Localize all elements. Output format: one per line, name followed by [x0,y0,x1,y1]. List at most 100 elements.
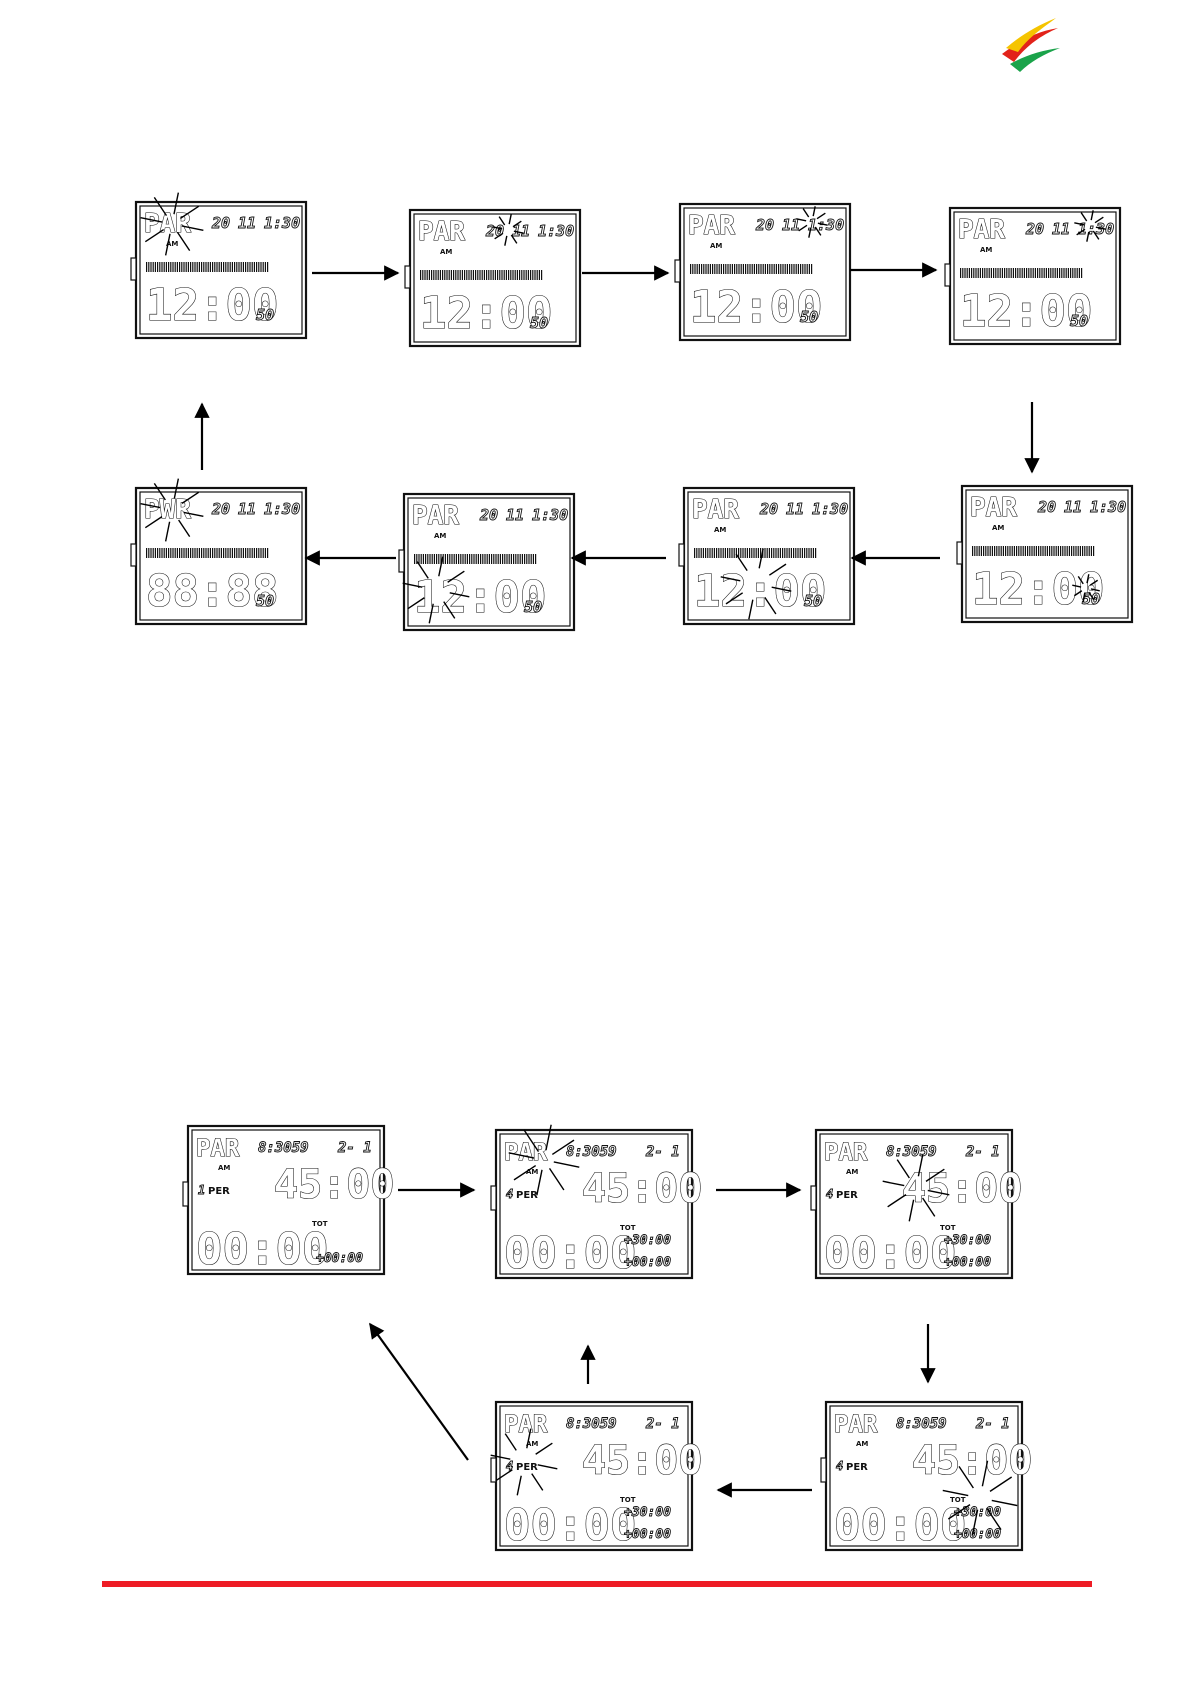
bar-tick [1030,268,1032,278]
bar-tick [990,268,992,278]
bar-tick [705,548,707,558]
clock-time: 1:30 [264,214,300,232]
tot-value: +30:00 [624,1505,671,1520]
bar-tick [1043,268,1045,278]
bar-tick [185,548,187,558]
bar-tick [964,268,966,278]
date-month: 11 [512,222,530,240]
bar-tick [812,548,814,558]
bar-tick [170,548,172,558]
blink-ray [495,1469,513,1482]
bar-tick [1065,268,1067,278]
bar-tick [725,264,727,274]
bar-tick [811,264,813,274]
side-button [820,1457,827,1483]
bar-tick [513,554,515,564]
bar-tick [461,270,463,280]
blink-indicator [720,548,792,620]
blink-ray [989,1476,1013,1492]
bar-tick [499,554,501,564]
bar-tick [475,270,477,280]
segment-bar [146,548,269,558]
blink-ray [513,230,524,234]
bar-tick [223,548,225,558]
blink-ray [1080,212,1088,222]
blink-ray [1095,226,1106,230]
bar-tick [260,262,262,272]
am-indicator: AM [440,248,452,256]
bar-tick [163,548,165,558]
bar-tick [427,554,429,564]
period-time: 45:00 [912,1438,1032,1484]
bar-tick [203,548,205,558]
bar-tick [994,546,996,556]
blink-ray [817,222,828,226]
bar-tick [534,270,536,280]
bar-tick [1033,546,1035,556]
bar-tick [468,270,470,280]
bar-tick [727,264,729,274]
bar-tick [789,264,791,274]
bar-tick [767,264,769,274]
bar-tick [198,262,200,272]
bar-tick [459,270,461,280]
bar-tick [779,548,781,558]
bar-tick [815,548,817,558]
bar-tick [499,270,501,280]
blink-ray [516,1475,522,1496]
blink-indicator [490,1428,558,1496]
bar-tick [795,548,797,558]
blink-ray [1094,216,1104,224]
blink-ray [1077,575,1084,585]
bar-tick [438,554,440,564]
elapsed-time: 00:00 [504,1228,636,1279]
blink-ray [494,232,504,240]
bar-tick [209,548,211,558]
period-number: 4 [506,1459,513,1473]
bar-tick [247,262,249,272]
bar-tick [260,548,262,558]
blink-indicator [942,1460,1018,1536]
bar-tick [207,548,209,558]
bar-tick [486,554,488,564]
bar-tick [773,264,775,274]
bar-tick [479,270,481,280]
blink-ray [531,1473,544,1491]
bar-tick [1013,546,1015,556]
bar-tick [491,554,493,564]
blink-ray [153,196,168,217]
bar-tick [731,548,733,558]
bar-tick [494,270,496,280]
tot-label: TOT [312,1220,328,1228]
bar-tick [424,270,426,280]
main-time: 12:00 [694,566,826,617]
blink-ray [882,1180,905,1187]
bar-tick [1017,268,1019,278]
date-value: 2- 1 [645,1144,680,1160]
date-day: 20 [1037,498,1056,516]
bar-tick [960,268,962,278]
bar-tick [702,548,704,558]
bar-tick [1067,268,1069,278]
bar-tick [709,548,711,558]
clock-time: 1:30 [538,222,574,240]
blink-ray [942,1489,969,1497]
bar-tick [968,268,970,278]
am-indicator: AM [218,1164,230,1172]
bar-tick [201,262,203,272]
bar-tick [753,548,755,558]
seconds-value: 50 [530,314,548,332]
bar-tick [435,270,437,280]
bar-tick [231,548,233,558]
blink-ray [173,478,180,499]
blink-ray [526,1428,532,1449]
blink-ray [523,1129,540,1153]
blink-ray [922,1197,936,1217]
bar-tick [804,264,806,274]
bar-tick [808,264,810,274]
main-time: 12:00 [690,282,822,333]
main-time: 12:00 [420,288,552,339]
bar-tick [165,548,167,558]
